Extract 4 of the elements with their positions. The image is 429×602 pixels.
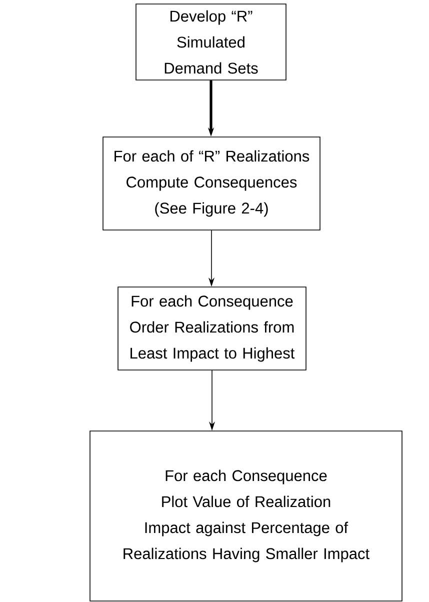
process-box: For each Consequence Plot Value of Realization Impact against Percentage of Realizations Having Smaller Impact <box>90 430 402 602</box>
process-box: For each Consequence Order Realizations from Least Impact to Highest <box>118 286 306 370</box>
process-box: Develop “R” Simulated Demand Sets <box>136 4 286 80</box>
process-box: For each of “R” Realizations Compute Consequences (See Figure 2-4) <box>102 136 320 230</box>
